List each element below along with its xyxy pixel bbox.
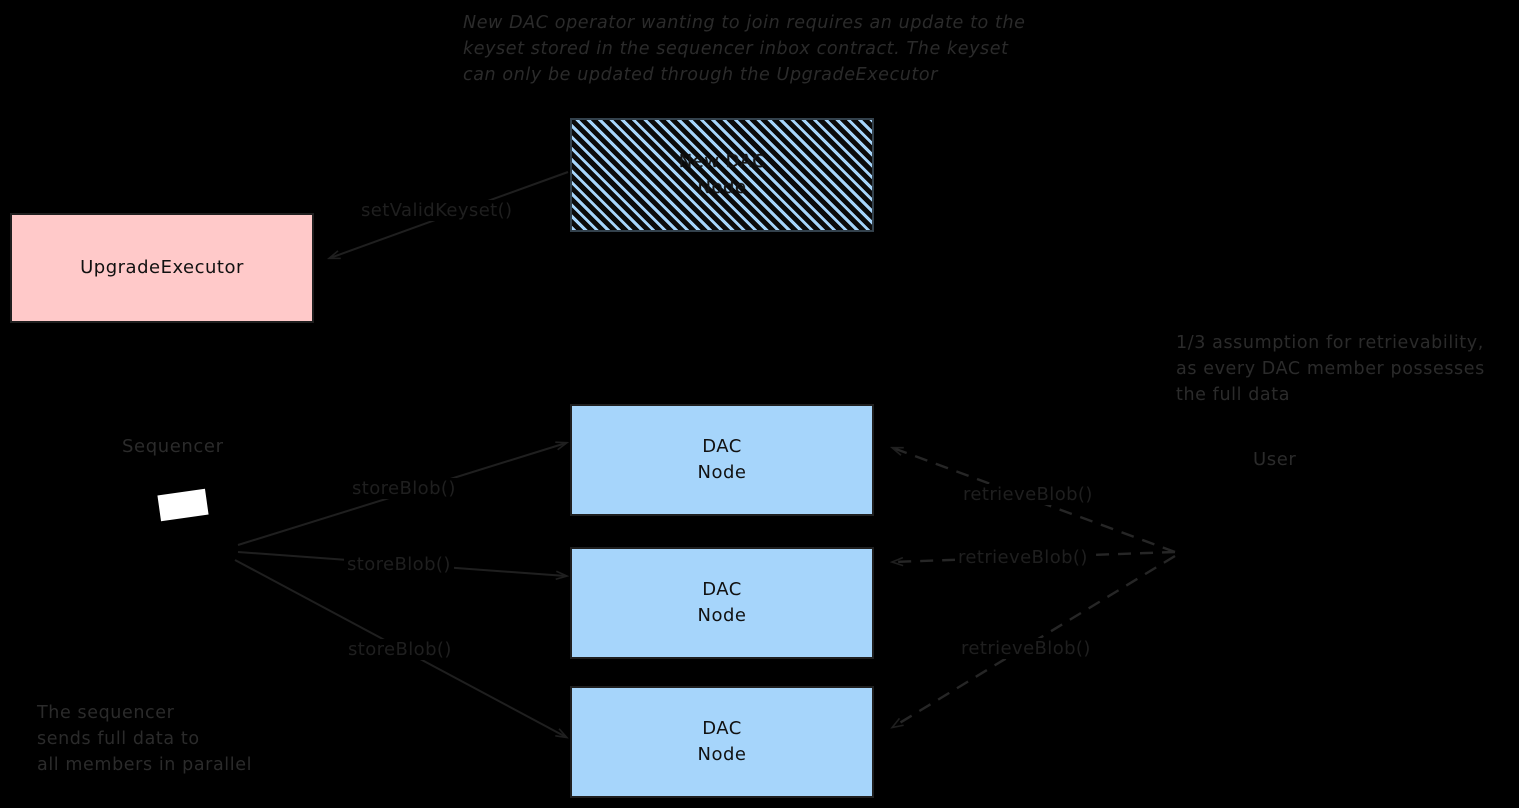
node-dac-node-2[interactable]: DAC Node [570, 547, 874, 659]
node-upgrade-executor[interactable]: UpgradeExecutor [10, 213, 314, 323]
edge-label-store-blob-3: storeBlob() [345, 639, 455, 660]
node-dac-node-3[interactable]: DAC Node [570, 686, 874, 798]
node-dac-node-1[interactable]: DAC Node [570, 404, 874, 516]
edge-label-retrieve-blob-1: retrieveBlob() [960, 484, 1096, 505]
edge-retrieve-blob-1 [893, 448, 1176, 554]
edge-label-store-blob-1: storeBlob() [349, 478, 459, 499]
node-dac-node-1-label: DAC Node [697, 436, 747, 483]
user-label: User [1253, 449, 1297, 470]
bottom-left-annotation-note: The sequencer sends full data to all mem… [37, 703, 253, 775]
edge-label-retrieve-blob-3: retrieveBlob() [958, 638, 1094, 659]
node-dac-node-3-label: DAC Node [697, 718, 747, 765]
edge-label-retrieve-blob-2: retrieveBlob() [955, 547, 1091, 568]
top-annotation-note: New DAC operator wanting to join require… [463, 13, 1026, 85]
node-new-dac-node-label: New DAC Node [678, 151, 766, 198]
edge-label-store-blob-2: storeBlob() [344, 554, 454, 575]
sequencer-label: Sequencer [122, 436, 224, 457]
edge-label-set-valid-keyset: setValidKeyset() [358, 200, 516, 221]
node-upgrade-executor-label: UpgradeExecutor [80, 257, 244, 278]
right-annotation-note: 1/3 assumption for retrievability, as ev… [1176, 333, 1485, 405]
node-dac-node-2-label: DAC Node [697, 579, 747, 626]
node-new-dac-node[interactable]: New DAC Node [570, 118, 874, 232]
